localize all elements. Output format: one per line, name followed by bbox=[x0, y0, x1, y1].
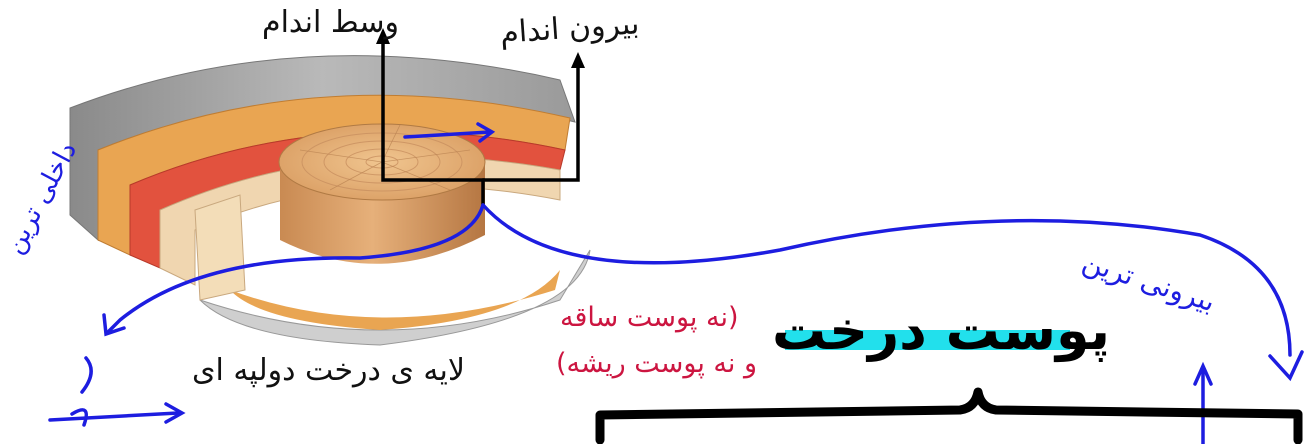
dicot-tree-layer-label: لایه ی درخت دولپه ای bbox=[192, 356, 465, 386]
front-wall-slab bbox=[195, 195, 245, 300]
not-stem-bark-note: (نه پوست ساقه bbox=[560, 304, 739, 331]
tree-bark-title: پوست درخت bbox=[772, 304, 1110, 358]
curly-brace-icon bbox=[600, 392, 1298, 440]
not-root-bark-note: و نه پوست ریشه) bbox=[556, 350, 757, 377]
arrowhead-outer bbox=[1270, 352, 1302, 378]
middle-of-organ-label: وسط اندام bbox=[262, 8, 399, 38]
small-squiggle bbox=[72, 358, 91, 425]
small-arrow-bottom bbox=[50, 413, 178, 420]
